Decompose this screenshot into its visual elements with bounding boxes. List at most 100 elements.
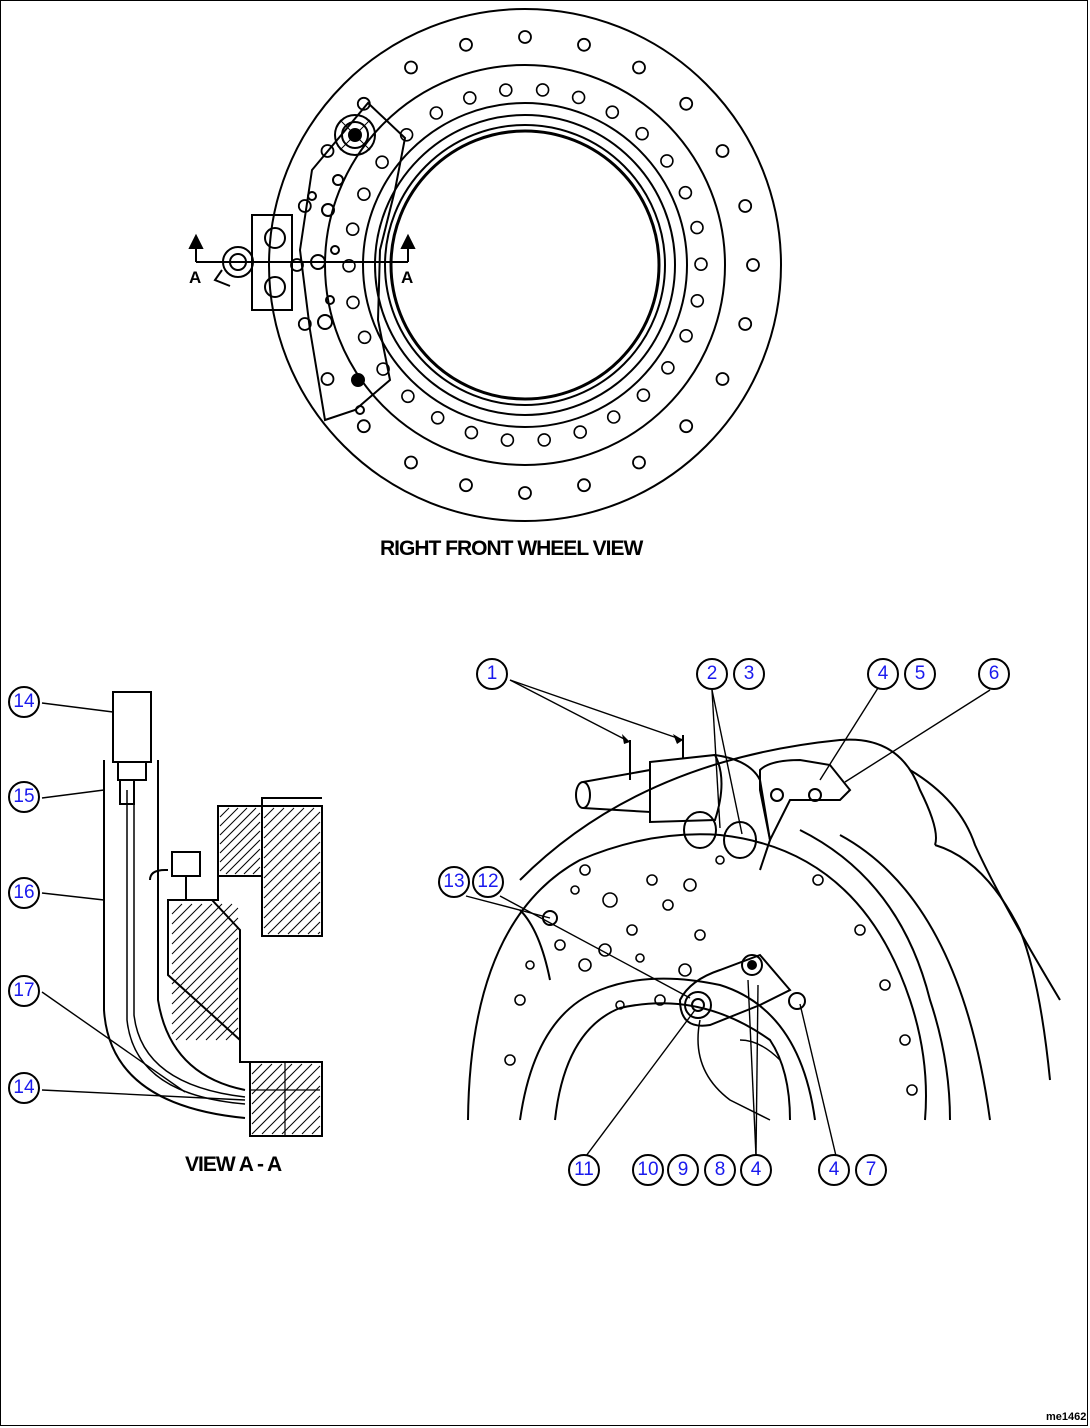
- wheel-inner-ring-4: [389, 129, 661, 401]
- bolt-hole: [661, 360, 675, 375]
- plate-hole: [554, 939, 566, 951]
- plate-hole: [615, 1000, 625, 1010]
- bolt-hole: [690, 293, 705, 308]
- hatch-line: [171, 903, 223, 955]
- plate-hole: [646, 874, 658, 886]
- bolt-hole: [500, 433, 515, 447]
- bolt-hole: [537, 433, 552, 447]
- hatch-line: [263, 831, 321, 889]
- plate-hole: [635, 953, 645, 963]
- hatch-line: [171, 957, 239, 1025]
- bolt-hole: [429, 106, 444, 120]
- bolt-hole: [660, 154, 674, 168]
- hatch-line: [261, 1075, 321, 1135]
- plate-hole: [626, 924, 638, 936]
- wheel-inner-ring-3: [384, 124, 666, 406]
- plate-hole: [598, 943, 612, 957]
- hatch-line: [263, 807, 275, 819]
- hatch-line: [219, 830, 261, 872]
- bolt-hole: [678, 185, 693, 200]
- plate-hole: [854, 924, 866, 936]
- drawing-code: me1462: [1046, 1411, 1087, 1423]
- bolt-hole: [577, 37, 591, 52]
- hatch-line: [225, 839, 261, 875]
- inner-bolt-holes: [342, 83, 708, 447]
- plate-hole: [683, 878, 697, 892]
- hatch-line: [219, 812, 261, 854]
- hatch-line: [263, 841, 321, 899]
- section-marker-left: A: [189, 268, 202, 287]
- bolt-hole: [571, 90, 586, 105]
- callout-14-bottom: 14: [8, 1072, 40, 1104]
- bolt-hole: [430, 410, 445, 425]
- hatch-line: [252, 866, 261, 875]
- hatch-line: [171, 903, 233, 965]
- hatch-line: [263, 807, 305, 849]
- bolt-hole: [738, 199, 753, 213]
- bolt-hole: [738, 317, 753, 331]
- hatch-line: [251, 1063, 293, 1105]
- plate-hole: [330, 245, 340, 255]
- hatch-line: [301, 1115, 321, 1135]
- hatch-line: [263, 807, 315, 859]
- sensor-tube-mid: [157, 760, 246, 1091]
- caption-right-front-wheel-view: RIGHT FRONT WHEEL VIEW: [380, 537, 643, 560]
- callout-4: 4: [867, 658, 899, 690]
- bolt-hole: [464, 425, 479, 440]
- hatch-line: [287, 901, 321, 935]
- plate-hole: [332, 174, 344, 186]
- bolt-hole: [401, 389, 415, 404]
- plate-hole: [578, 958, 592, 972]
- hatch-line: [271, 1085, 321, 1135]
- plate-hole: [525, 960, 535, 970]
- bolt-hole: [605, 105, 620, 119]
- hatch-line: [311, 1125, 321, 1135]
- wheel-disc-inner: [519, 977, 816, 1121]
- hatch-line: [171, 937, 239, 1005]
- hatch-line: [267, 881, 321, 935]
- plate-hole: [678, 963, 692, 977]
- callout-4-right: 4: [818, 1154, 850, 1186]
- plate-hole: [351, 373, 365, 387]
- callout-11: 11: [568, 1154, 600, 1186]
- hatch-line: [219, 807, 230, 818]
- bolt-hole: [573, 425, 588, 439]
- wheel-inner-ring-2: [374, 114, 676, 416]
- bolt-hole: [577, 478, 591, 493]
- hatch-line: [263, 811, 321, 869]
- hatch-line: [251, 1063, 273, 1085]
- bolt-hole: [346, 295, 360, 310]
- callout-8: 8: [704, 1154, 736, 1186]
- bolt-hole: [694, 257, 708, 272]
- callout-13: 13: [438, 866, 470, 898]
- hatching: [171, 807, 321, 1135]
- plate-hole: [654, 994, 666, 1006]
- connector-body: [112, 691, 152, 763]
- hatch-line: [251, 1065, 321, 1135]
- bolt-hole: [746, 258, 760, 272]
- callout-10: 10: [632, 1154, 664, 1186]
- bolt-hole: [518, 30, 532, 44]
- hatch-line: [263, 807, 295, 839]
- hatch-line: [307, 921, 321, 935]
- bolt-hole: [679, 328, 693, 343]
- hatch-line: [171, 903, 213, 945]
- sensor-cable-loop: [697, 1019, 771, 1121]
- hatch-line: [185, 987, 239, 1041]
- bolt-hole: [606, 410, 621, 424]
- plate-hole: [307, 191, 317, 201]
- wheel-inner-ring-1: [362, 102, 688, 428]
- callout-16: 16: [8, 877, 40, 909]
- wheel-disc-outer: [467, 833, 927, 1121]
- hatch-line: [219, 821, 261, 863]
- bolt-hole: [375, 155, 389, 169]
- plate-hole: [879, 979, 891, 991]
- callout-4-lower: 4: [740, 1154, 772, 1186]
- callout-6: 6: [978, 658, 1010, 690]
- bolt-hole: [535, 83, 550, 97]
- section-line-a-a: [188, 233, 416, 263]
- bolt-hole: [690, 220, 704, 235]
- bolt-hole: [632, 60, 646, 75]
